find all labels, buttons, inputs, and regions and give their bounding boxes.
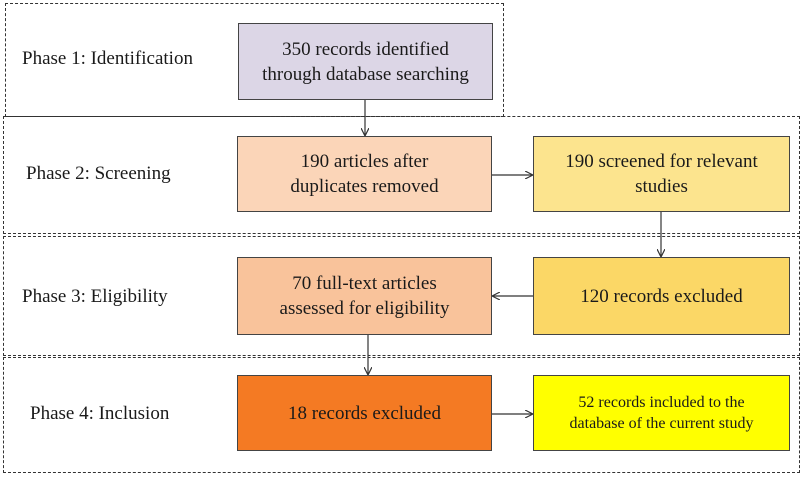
phase-2-frame bbox=[3, 116, 800, 234]
screened-box: 190 screened for relevant studies bbox=[533, 136, 790, 212]
duplicates-removed-box: 190 articles after duplicates removed bbox=[237, 136, 492, 212]
phase-1-label: Phase 1: Identification bbox=[22, 48, 193, 69]
excluded-120-box: 120 records excluded bbox=[533, 257, 790, 335]
full-text-box: 70 full-text articles assessed for eligi… bbox=[237, 257, 492, 335]
included-52-box: 52 records included to the database of t… bbox=[533, 375, 790, 451]
phase-3-frame bbox=[3, 236, 800, 356]
phase-4-label: Phase 4: Inclusion bbox=[30, 403, 170, 424]
phase-2-label: Phase 2: Screening bbox=[26, 163, 171, 184]
phase-4-frame bbox=[3, 357, 800, 473]
phase-3-label: Phase 3: Eligibility bbox=[22, 286, 168, 307]
identified-box: 350 records identified through database … bbox=[238, 23, 493, 100]
excluded-18-box: 18 records excluded bbox=[237, 375, 492, 451]
